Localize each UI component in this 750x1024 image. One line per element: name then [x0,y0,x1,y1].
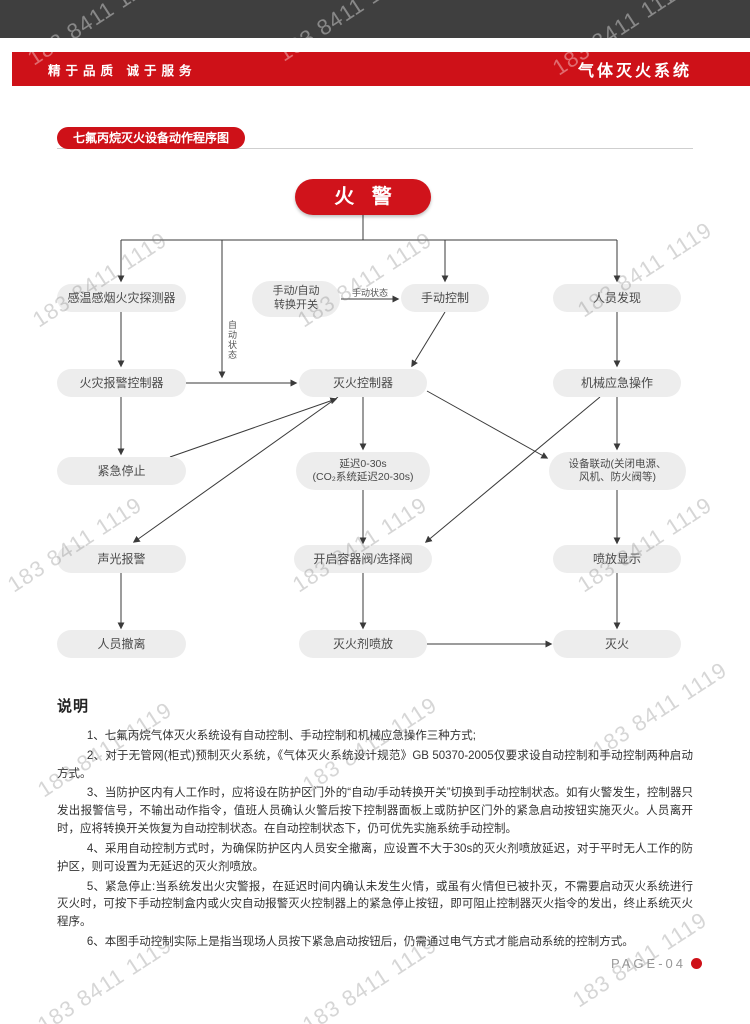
note-item-6: 6、本图手动控制实际上是指当现场人员按下紧急启动按钮后，仍需通过电气方式才能启动… [86,935,634,948]
page-footer: PAGE-04 [611,956,702,971]
flow-node-mechanical-emergency: 机械应急操作 [553,369,681,397]
section-title-tag: 七氟丙烷灭火设备动作程序图 [57,127,246,149]
footer-dot-icon [691,958,702,969]
header-slogan: 精于品质 诚于服务 [48,63,197,78]
flow-node-alarm-controller: 火灾报警控制器 [57,369,186,397]
note-item-5: 5、紧急停止:当系统发出火灾警报，在延迟时间内确认未发生火情，或虽有火情但已被扑… [57,880,693,929]
flow-node-fire-alarm-start: 火 警 [295,179,431,215]
flow-node-personnel-found: 人员发现 [553,284,681,312]
note-item-4: 4、采用自动控制方式时，为确保防护区内人员安全撤离，应设置不大于30s的灭火剂喷… [57,842,693,873]
flow-node-detector: 感温感烟火灾探测器 [57,284,186,312]
header-product-line: 气体灭火系统 [577,63,692,80]
note-item-1: 1、七氟丙烷气体灭火系统设有自动控制、手动控制和机械应急操作三种方式; [86,730,476,742]
section-divider [57,148,693,149]
note-item-3: 3、当防护区内有人工作时，应将设在防护区门外的“自动/手动转换开关”切换到手动控… [57,787,693,836]
flow-node-extinguished: 灭火 [553,630,681,658]
page-number: PAGE-04 [611,956,686,971]
flow-node-equipment-linkage: 设备联动(关闭电源、 风机、防火阀等) [549,452,686,490]
flow-node-agent-discharge: 灭火剂喷放 [299,630,427,658]
notes-title: 说明 [57,698,90,715]
notes-section: 说明 1、七氟丙烷气体灭火系统设有自动控制、手动控制和机械应急操作三种方式; 2… [57,695,693,954]
flow-node-manual-auto-switch: 手动/自动 转换开关 [252,281,340,317]
flow-node-delay: 延迟0-30s (CO₂系统延迟20-30s) [296,452,430,490]
flow-node-manual-control: 手动控制 [401,284,489,312]
flow-node-sound-light-alarm: 声光报警 [57,545,186,573]
note-item-2: 2、对于无管网(柜式)预制灭火系统，《气体灭火系统设计规范》GB 50370-2… [57,749,693,780]
header-bar: 精于品质 诚于服务 气体灭火系统 [12,52,750,86]
flow-node-emergency-stop: 紧急停止 [57,457,186,485]
flow-node-discharge-display: 喷放显示 [553,545,681,573]
flow-node-open-valve: 开启容器阀/选择阀 [294,545,432,573]
flow-node-evacuate: 人员撤离 [57,630,186,658]
flow-node-extinguishing-controller: 灭火控制器 [299,369,427,397]
label-manual-state: 手动状态 [351,288,388,298]
top-strip [0,0,750,38]
label-auto-state: 自动状态 [227,320,237,360]
